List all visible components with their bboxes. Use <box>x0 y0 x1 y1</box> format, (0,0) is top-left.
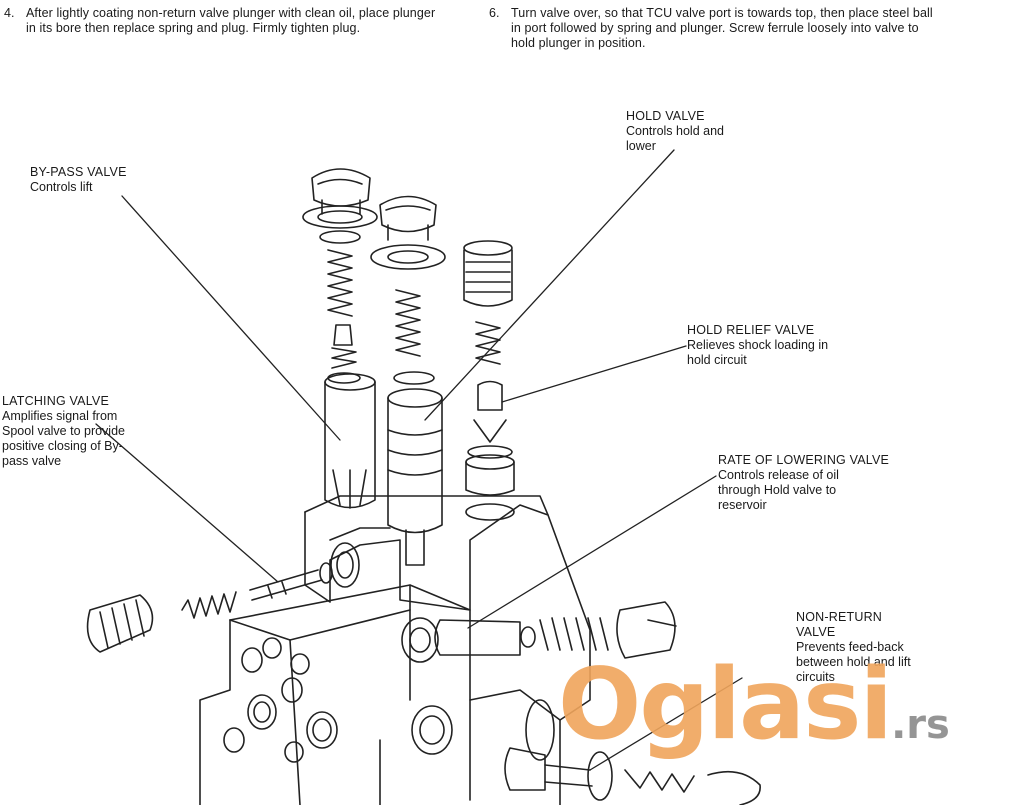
callout-title: BY-PASS VALVE <box>30 165 127 179</box>
valve-block <box>199 495 591 805</box>
callout-rate-of-lowering-valve: RATE OF LOWERING VALVE Controls release … <box>718 453 890 513</box>
callout-description: Controls lift <box>30 180 93 194</box>
callout-bypass-valve: BY-PASS VALVE Controls lift <box>30 165 127 195</box>
callout-description: Relieves shock loading in hold circuit <box>687 338 829 367</box>
callout-hold-relief-valve: HOLD RELIEF VALVE Relieves shock loading… <box>687 323 847 368</box>
callout-non-return-valve: NON-RETURN VALVE Prevents feed-back betw… <box>796 610 924 685</box>
callout-latching-valve: LATCHING VALVE Amplifies signal from Spo… <box>2 394 127 469</box>
oglasi-watermark-logo: Oglasi.rs <box>558 648 950 762</box>
latching-valve-parts <box>86 562 333 653</box>
step-number: 4. <box>4 6 15 20</box>
callout-title: RATE OF LOWERING VALVE <box>718 453 890 467</box>
non-return-parts <box>504 747 761 805</box>
callout-title: HOLD VALVE <box>626 109 705 123</box>
hold-relief-valve-stack <box>463 240 515 521</box>
callout-title: NON-RETURN VALVE <box>796 610 883 639</box>
step-number: 6. <box>489 6 500 20</box>
callout-description: Prevents feed-back between hold and lift… <box>796 640 911 684</box>
callout-description: Amplifies signal from Spool valve to pro… <box>2 409 125 468</box>
watermark-main: Oglasi <box>558 648 893 762</box>
leader-lines <box>95 149 743 771</box>
rate-of-lowering-parts <box>434 601 677 659</box>
callout-title: HOLD RELIEF VALVE <box>687 323 815 337</box>
callout-title: LATCHING VALVE <box>2 394 109 408</box>
hold-valve-stack <box>370 195 446 566</box>
bypass-valve-stack <box>302 168 378 509</box>
callout-hold-valve: HOLD VALVE Controls hold and lower <box>626 109 748 154</box>
watermark-suffix: .rs <box>891 702 950 748</box>
step-text: After lightly coating non-return valve p… <box>26 6 436 35</box>
callout-description: Controls hold and lower <box>626 124 724 153</box>
callout-description: Controls release of oil through Hold val… <box>718 468 839 512</box>
step-text: Turn valve over, so that TCU valve port … <box>511 6 933 50</box>
